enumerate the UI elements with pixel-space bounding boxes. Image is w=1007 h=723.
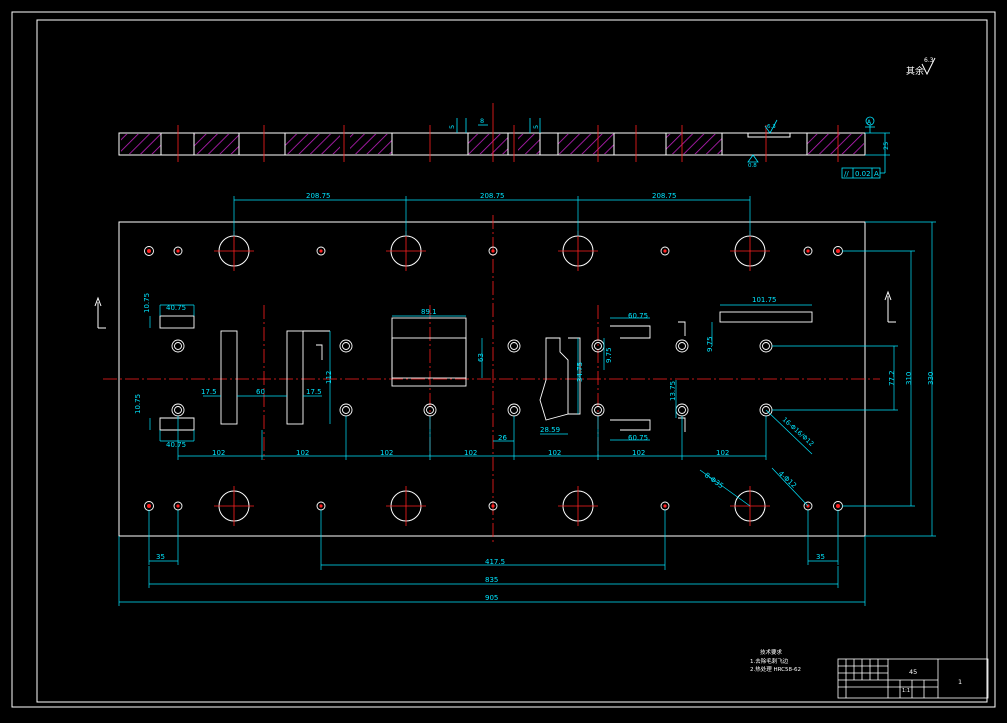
title-block-scale: 1:1 xyxy=(902,688,910,694)
dim-330: 330 xyxy=(927,372,935,385)
title-block-material: 45 xyxy=(909,668,917,676)
outer-frame xyxy=(11,11,996,708)
notes-line-2: 2.热处理 HRC58-62 xyxy=(750,665,801,673)
dim-17-5-a: 17.5 xyxy=(201,388,217,396)
dim-102-7: 102 xyxy=(716,449,729,457)
dim-102-2: 102 xyxy=(296,449,309,457)
dim-63: 63 xyxy=(477,353,485,362)
dim-pitch-1: 208.75 xyxy=(306,192,331,200)
top-view: 5 8 5 A 25 6.3 0.8 // 0.02 A xyxy=(118,103,890,179)
datum-letter: A xyxy=(867,119,872,126)
dim-8: 8 xyxy=(480,117,484,125)
dim-pitch-3: 208.75 xyxy=(652,192,677,200)
plan-view: 208.75 208.75 208.75 40.75 10.75 40.75 1… xyxy=(94,192,936,606)
dim-35-right: 35 xyxy=(816,553,825,561)
dim-77-2: 77.2 xyxy=(888,370,896,386)
roughness-a: 6.3 xyxy=(767,124,776,130)
dim-102-3: 102 xyxy=(380,449,393,457)
tolerance-datum: A xyxy=(874,170,879,178)
hole-spec-1: 16-Φ16/Φ12 xyxy=(781,416,816,448)
dim-112: 112 xyxy=(325,371,333,384)
dim-102-6: 102 xyxy=(632,449,645,457)
roughness-mark-label: 其余 xyxy=(906,65,924,77)
dim-10-75-top: 10.75 xyxy=(143,293,151,313)
dim-pitch-2: 208.75 xyxy=(480,192,505,200)
dim-835: 835 xyxy=(485,576,498,584)
dim-13-75: 13.75 xyxy=(669,381,677,401)
dim-102-4: 102 xyxy=(464,449,477,457)
dim-17-5-b: 17.5 xyxy=(306,388,322,396)
title-block-sheet: 1 xyxy=(958,678,962,686)
large-holes xyxy=(218,235,766,522)
dim-101-75: 101.75 xyxy=(752,296,777,304)
roughness-b: 0.8 xyxy=(748,163,757,169)
dim-310: 310 xyxy=(905,372,913,385)
roughness-symbol-icon xyxy=(921,57,936,76)
dim-417-5: 417.5 xyxy=(485,558,505,566)
dim-905: 905 xyxy=(485,594,498,602)
inner-frame xyxy=(36,19,988,703)
small-holes xyxy=(144,246,843,511)
dim-89-1: 89.1 xyxy=(421,308,437,316)
dim-5-a: 5 xyxy=(448,125,456,129)
title-block xyxy=(837,658,989,699)
die-cutouts xyxy=(159,311,813,432)
technical-notes: 技术要求 1.去除毛刺飞边 2.热处理 HRC58-62 xyxy=(750,648,801,673)
dim-60: 60 xyxy=(256,388,265,396)
dim-102-5: 102 xyxy=(548,449,561,457)
hole-spec-3: 4-Φ12 xyxy=(777,470,798,490)
hole-spec-2: 8-Φ35 xyxy=(703,471,725,490)
dim-9-75-b: 9.75 xyxy=(706,336,714,352)
dim-102-1: 102 xyxy=(212,449,225,457)
dim-26: 26 xyxy=(498,434,507,442)
thickness-dim: 25 xyxy=(882,142,890,150)
dim-5-b: 5 xyxy=(532,125,540,129)
dim-9-75-a: 9.75 xyxy=(605,347,613,363)
dim-34-75: 34.75 xyxy=(576,362,584,382)
dimension-lines xyxy=(118,196,936,606)
roughness-mark-value: 6.3 xyxy=(924,57,934,64)
counterbored-holes xyxy=(171,339,773,417)
dim-28-59: 28.59 xyxy=(540,426,560,434)
dim-40-75-bot: 40.75 xyxy=(166,441,186,449)
notes-heading: 技术要求 xyxy=(760,648,783,656)
dim-40-75-top: 40.75 xyxy=(166,304,186,312)
dim-60-75-top: 60.75 xyxy=(628,312,648,320)
tolerance-symbol: // xyxy=(844,170,849,178)
dim-60-75-bot: 60.75 xyxy=(628,434,648,442)
tolerance-value: 0.02 xyxy=(855,170,871,178)
notes-line-1: 1.去除毛刺飞边 xyxy=(750,657,789,665)
top-view-outline xyxy=(118,132,866,156)
dim-10-75-bot: 10.75 xyxy=(134,394,142,414)
dim-35-left: 35 xyxy=(156,553,165,561)
